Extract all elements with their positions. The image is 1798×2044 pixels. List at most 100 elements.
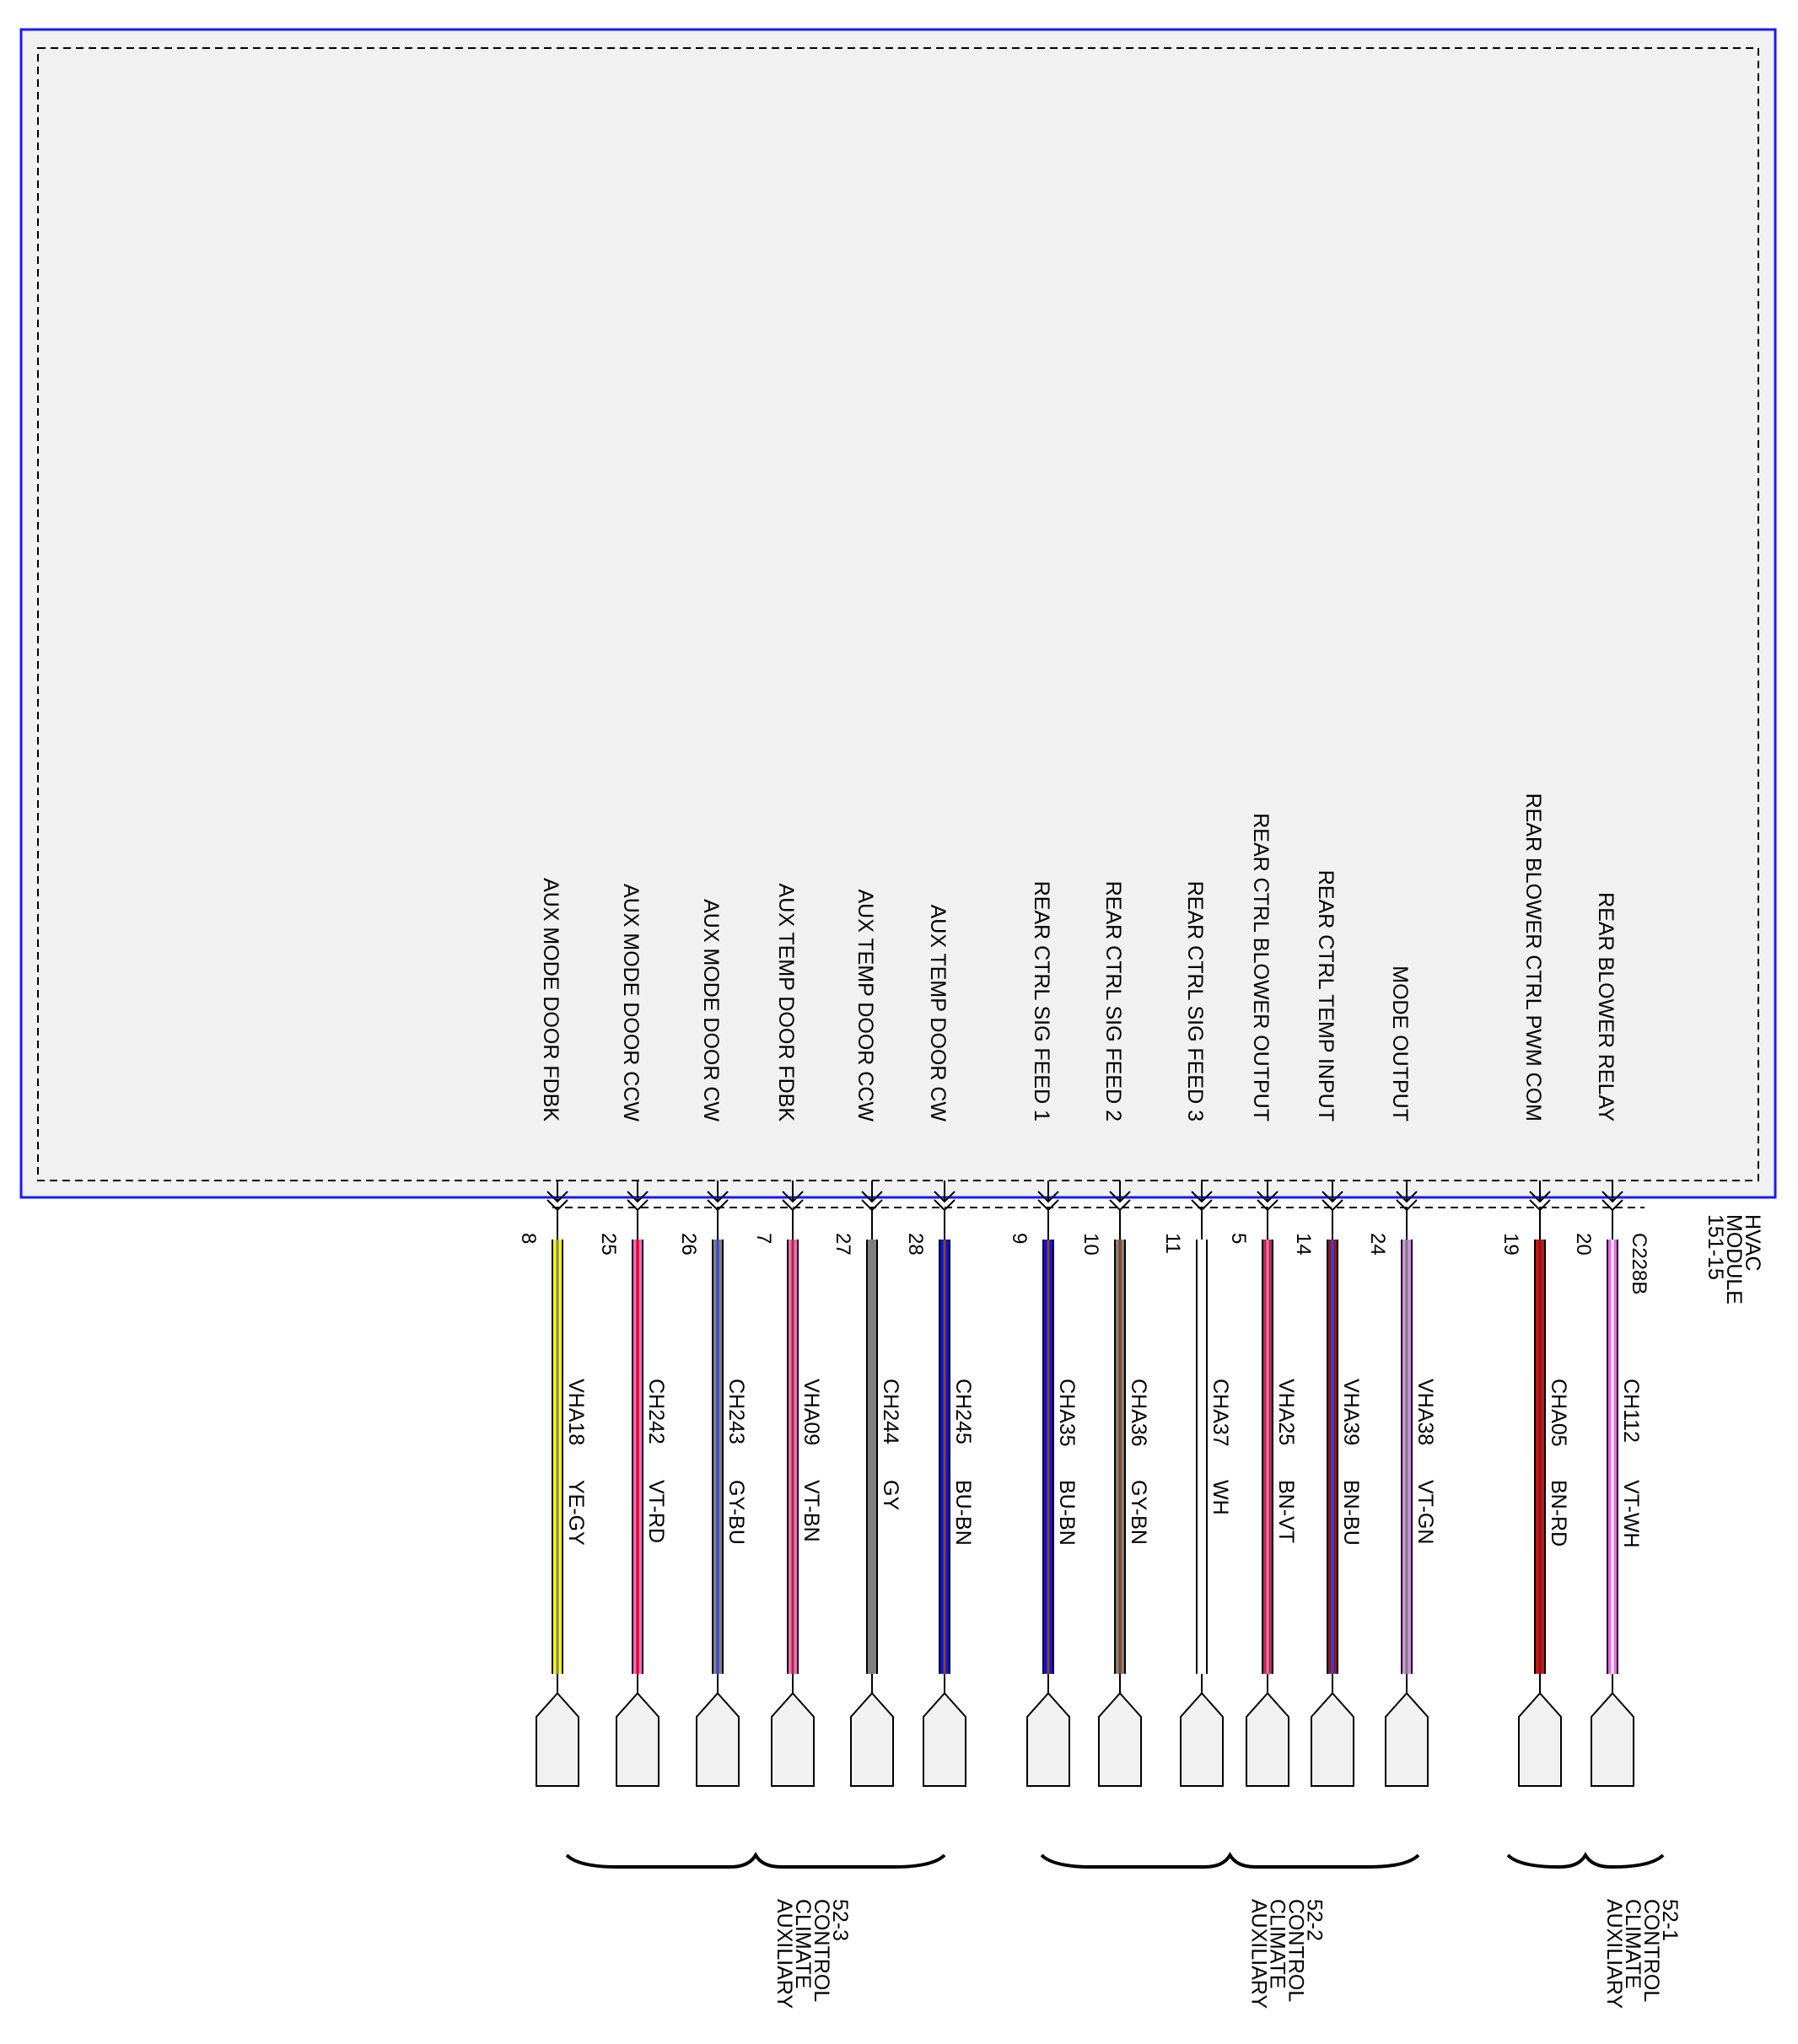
function-label: REAR CTRL TEMP INPUT [1314, 870, 1338, 1122]
pin-number: 27 [832, 1233, 854, 1256]
wire-tracer-color [1118, 1240, 1122, 1674]
connector-terminal-icon [1311, 1692, 1354, 1787]
circuit-id: VHA38 [1413, 1379, 1437, 1445]
destination-label-line: CONTROL [1639, 1899, 1663, 2002]
destination-label-line: AUXILIARY [1602, 1899, 1626, 2009]
connector-pin-chevron-icon [1191, 1191, 1213, 1203]
wire-tracer-color [791, 1240, 794, 1674]
function-label: AUX MODE DOOR CW [699, 899, 723, 1122]
destination-label-line: 52-2 [1303, 1899, 1327, 1941]
circuit-label: CH244GY [879, 1379, 902, 1510]
connector-terminal-icon [1246, 1692, 1289, 1787]
circuit-id: CHA37 [1209, 1379, 1232, 1447]
connector-id: C228B [1628, 1233, 1650, 1294]
pin-number: 20 [1572, 1233, 1595, 1256]
destination-label-line: AUXILIARY [1247, 1899, 1271, 2009]
connector-pin-chevron-icon [627, 1191, 649, 1203]
circuit-label: CHA37WH [1209, 1379, 1232, 1515]
circuit-label: CHA05BN-RD [1547, 1379, 1570, 1546]
wire-tracer-color [943, 1240, 946, 1674]
function-label: REAR CTRL BLOWER OUTPUT [1249, 813, 1273, 1122]
connector-pin-chevron-icon [1529, 1191, 1551, 1203]
function-label: AUX TEMP DOOR CW [926, 905, 950, 1122]
circuit-label: CHA36GY-BN [1127, 1379, 1150, 1545]
circuit-id: VHA18 [564, 1379, 588, 1445]
hvac-module-box [19, 28, 1777, 1199]
connector-pin-chevron-icon [1322, 1191, 1343, 1203]
function-label: REAR CTRL SIG FEED 1 [1030, 881, 1053, 1122]
wire-tracer-color [1047, 1240, 1050, 1674]
circuit-label: CHA35BU-BN [1055, 1379, 1079, 1546]
connector-terminal-icon [1385, 1692, 1429, 1787]
module-title-line: 151-15 [1704, 1214, 1727, 1280]
connector-terminal-icon [771, 1692, 815, 1787]
connector-terminal-icon [1098, 1692, 1142, 1787]
wire-color-code: VT-BN [799, 1480, 823, 1542]
connector-terminal-icon [1591, 1692, 1634, 1787]
destination-bracket-icon [1040, 1851, 1420, 1869]
wire-color-code: YE-GY [564, 1480, 588, 1546]
wire-tracer-color [716, 1240, 719, 1674]
pin-number: 19 [1499, 1233, 1522, 1256]
wire-color-code: BN-VT [1274, 1480, 1298, 1543]
connector-terminal-icon [850, 1692, 894, 1787]
function-label: AUX MODE DOOR FDBK [539, 878, 563, 1122]
wire-tracer-color [1200, 1240, 1203, 1674]
circuit-id: VHA39 [1339, 1379, 1363, 1445]
destination-label-line: 52-1 [1658, 1899, 1682, 1941]
pin-number: 7 [752, 1233, 775, 1244]
connector-pin-chevron-icon [707, 1191, 729, 1203]
wire-color-code: VT-RD [644, 1480, 668, 1543]
wire-color-code: WH [1209, 1480, 1232, 1515]
destination-label: AUXILIARYCLIMATECONTROL52-2 [1247, 1899, 1327, 2009]
destination-label-line: AUXILIARY [772, 1899, 796, 2009]
destination-label-line: CONTROL [1284, 1899, 1308, 2002]
module-title-line: MODULE [1722, 1214, 1746, 1304]
circuit-id: CH244 [879, 1379, 902, 1444]
destination-bracket-icon [1506, 1851, 1665, 1869]
wire-color-code: BN-BU [1339, 1480, 1363, 1546]
connector-pin-chevron-icon [546, 1191, 568, 1203]
destination-label-line: CLIMATE [1266, 1899, 1289, 1989]
wire-color-code: VT-GN [1413, 1480, 1437, 1544]
circuit-id: VHA25 [1274, 1379, 1298, 1445]
destination-group: AUXILIARYCLIMATECONTROL52-3 [565, 1851, 946, 2009]
destination-group: AUXILIARYCLIMATECONTROL52-2 [1040, 1851, 1420, 2009]
wire-tracer-color [1538, 1240, 1542, 1674]
wire-tracer-color [870, 1240, 874, 1674]
wire-tracer-color [1611, 1240, 1614, 1674]
pin-number: 8 [517, 1233, 540, 1244]
pin-number: 11 [1161, 1233, 1184, 1254]
connector-pin-chevron-icon [934, 1191, 956, 1203]
function-label: AUX MODE DOOR CCW [619, 884, 643, 1122]
connector-pin-chevron-icon [1037, 1191, 1059, 1203]
pin-number: 14 [1292, 1233, 1315, 1256]
destination-label-line: CLIMATE [791, 1899, 815, 1989]
circuit-id: VHA09 [799, 1379, 823, 1445]
connector-pin-chevron-icon [861, 1191, 883, 1203]
destination-bracket-icon [565, 1851, 946, 1869]
wire-tracer-color [636, 1240, 639, 1674]
circuit-label: CH242VT-RD [644, 1379, 668, 1543]
circuit-id: CH243 [724, 1379, 748, 1444]
destination-group: AUXILIARYCLIMATECONTROL52-1 [1506, 1851, 1682, 2009]
circuit-label: VHA38VT-GN [1413, 1379, 1437, 1544]
hvac-module-inner-border [37, 47, 1759, 1181]
pin-number: 10 [1079, 1233, 1102, 1256]
wire-color-code: BU-BN [951, 1480, 975, 1546]
pin-number: 26 [677, 1233, 700, 1256]
destination-label-line: CONTROL [810, 1899, 833, 2002]
